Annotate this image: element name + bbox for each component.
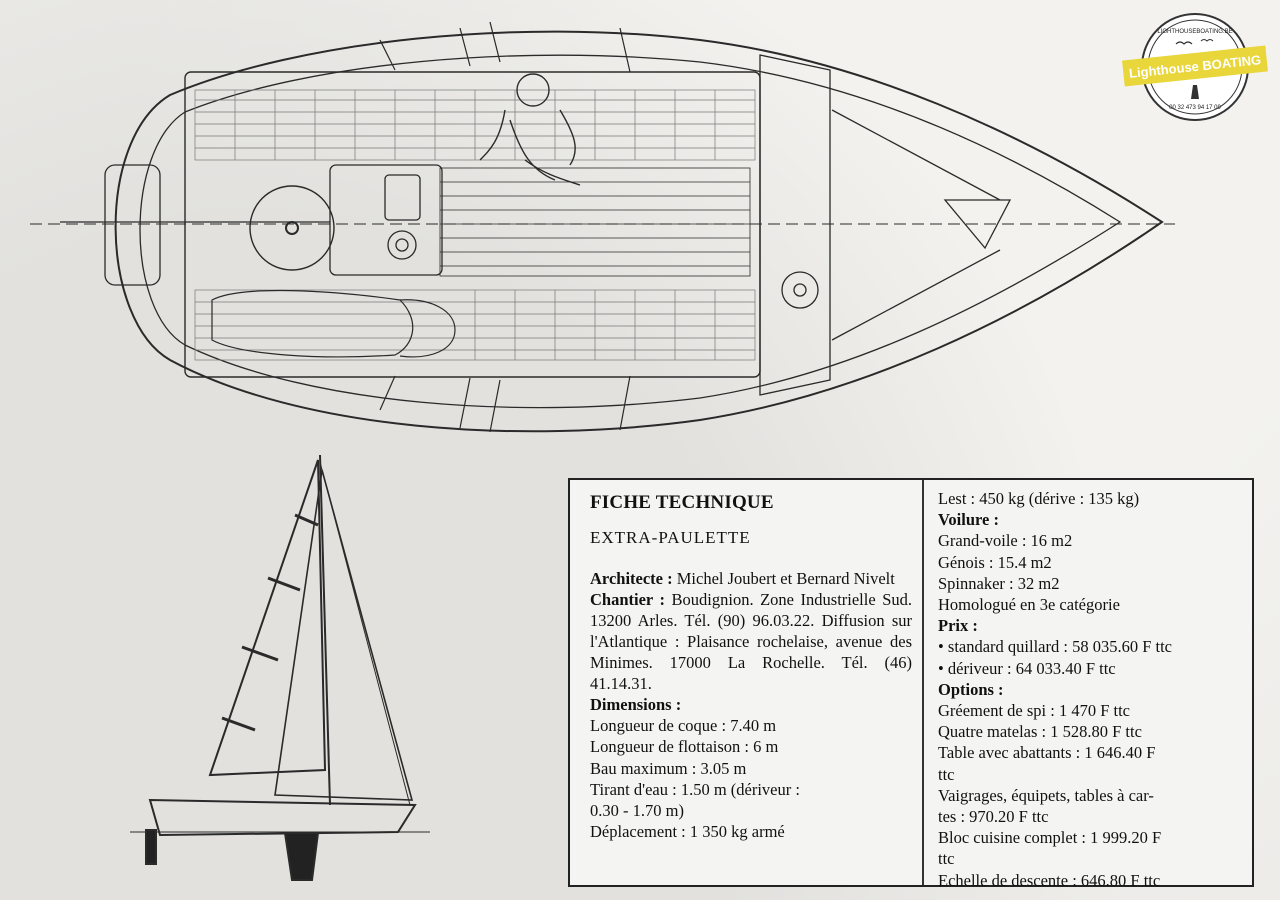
mast xyxy=(319,454,331,806)
spec-line: Echelle de descente : 646.80 F ttc xyxy=(938,870,1161,890)
spec-line: Spinnaker : 32 m2 xyxy=(938,573,1060,593)
dimension-line: Longueur de flottaison : 6 m xyxy=(590,737,779,757)
ribs xyxy=(379,21,631,433)
shipyard-paragraph: Chantier : Boudignion. Zone Industrielle… xyxy=(590,589,912,694)
mainsail xyxy=(208,459,327,777)
forestay xyxy=(319,461,411,806)
spec-section-label: Voilure : xyxy=(938,510,999,530)
svg-text:00 32 473 94 17 09: 00 32 473 94 17 09 xyxy=(1169,105,1221,111)
seagull-icon xyxy=(1175,41,1193,45)
keel xyxy=(283,832,320,881)
spec-line: Lest : 450 kg (dérive : 135 kg) xyxy=(938,489,1140,508)
spec-section-label: Prix : xyxy=(938,616,978,636)
dimension-line: Longueur de coque : 7.40 m xyxy=(590,716,777,736)
dimension-line: Bau maximum : 3.05 m xyxy=(590,758,747,778)
model-name: EXTRA-PAULETTE xyxy=(590,528,751,547)
hull-outline xyxy=(114,30,1164,433)
spec-right-column: Lest : 450 kg (dérive : 135 kg) Voilure :… xyxy=(922,480,1252,890)
architect-label: Architecte : xyxy=(590,569,673,588)
dimension-line: Déplacement : 1 350 kg armé xyxy=(590,822,785,842)
spec-line: Table avec abattants : 1 646.40 F xyxy=(938,743,1156,763)
spec-line: Gréement de spi : 1 470 F ttc xyxy=(938,701,1131,721)
spec-line: tes : 970.20 F ttc xyxy=(938,807,1049,827)
spec-left-column: FICHE TECHNIQUE EXTRA-PAULETTE Architect… xyxy=(570,480,922,885)
spec-section-label: Options : xyxy=(938,679,1004,699)
rudder xyxy=(145,829,157,865)
dimension-line: Tirant d'eau : 1.50 m (dériveur : xyxy=(590,779,800,799)
svg-text:LIGHTHOUSEBOATING.BE: LIGHTHOUSEBOATING.BE xyxy=(1157,29,1232,35)
deck-plan-drawing xyxy=(30,21,1175,433)
sleeping-bag xyxy=(211,289,456,358)
spec-line: Grand-voile : 16 m2 xyxy=(938,531,1073,551)
stern-details xyxy=(60,164,330,286)
spec-line: ttc xyxy=(938,849,955,869)
spec-line: ttc xyxy=(938,764,955,784)
shipyard-text: Boudignion. Zone Industrielle Sud. 13200… xyxy=(590,590,912,693)
sail-profile-drawing xyxy=(130,454,430,881)
lighthouse-boating-logo: Lighthouse BOATING LIGHTHOUSEBOATING.BE … xyxy=(1122,13,1268,121)
spec-line: Génois : 15.4 m2 xyxy=(938,552,1052,572)
saloon-table xyxy=(439,167,751,277)
architect-paragraph: Architecte : Michel Joubert et Bernard N… xyxy=(590,568,912,589)
spec-line: • dériveur : 64 033.40 F ttc xyxy=(938,658,1116,678)
spec-line: Homologué en 3e catégorie xyxy=(938,595,1120,615)
person-figure xyxy=(479,73,581,186)
shipyard-label: Chantier : xyxy=(590,590,665,609)
lighthouse-icon xyxy=(1191,85,1199,99)
galley-block xyxy=(329,164,443,276)
hull-profile xyxy=(148,798,417,837)
spec-line: • standard quillard : 58 035.60 F ttc xyxy=(938,637,1172,657)
floor-grid xyxy=(194,89,756,361)
round-table xyxy=(249,185,335,271)
dimensions-label: Dimensions : xyxy=(590,695,682,714)
spec-line: Vaigrages, équipets, tables à car- xyxy=(938,785,1154,805)
spec-line: Quatre matelas : 1 528.80 F ttc xyxy=(938,722,1142,742)
spec-line: Bloc cuisine complet : 1 999.20 F xyxy=(938,828,1162,848)
spec-title: FICHE TECHNIQUE xyxy=(590,492,774,513)
genoa xyxy=(274,469,414,801)
foredeck xyxy=(759,54,1012,396)
architect-text: Michel Joubert et Bernard Nivelt xyxy=(676,569,895,588)
spec-card: FICHE TECHNIQUE EXTRA-PAULETTE Architect… xyxy=(568,478,1254,890)
dimension-line: 0.30 - 1.70 m) xyxy=(590,801,684,821)
